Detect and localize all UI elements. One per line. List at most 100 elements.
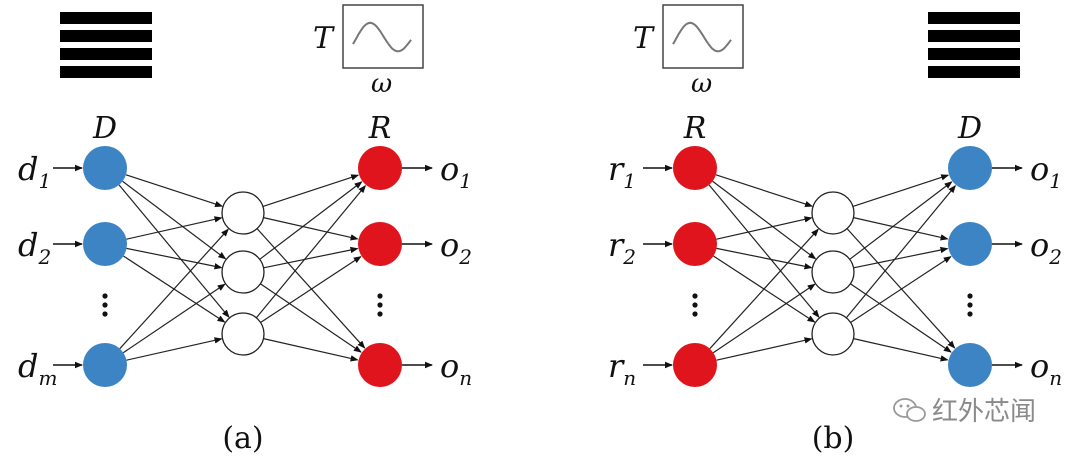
input-node [83,343,127,387]
input-label: d2 [18,226,51,269]
output-layer-label: D [957,111,982,146]
edge-input-hidden [716,247,813,270]
output-node [358,146,402,190]
output-label: o2 [1030,226,1062,269]
input-layer-label: R [683,111,707,146]
edge-input-hidden [709,228,819,350]
stripe [928,12,1020,24]
hidden-node [221,312,265,356]
edge-hidden-output [853,338,949,362]
hidden-node [811,191,855,235]
stripe [928,48,1020,60]
hidden-node [811,250,855,294]
output-label: o1 [440,150,472,193]
output-node [948,222,992,266]
input-node [673,146,717,190]
input-layer-label: D [92,111,117,146]
edge-hidden-output [852,174,950,208]
input-label: rn [608,347,636,390]
spectrum-label: T [633,21,655,56]
input-node [673,222,717,266]
edge-input-hidden [716,337,813,361]
spectrum-box: T ω [313,4,424,99]
output-label: o1 [1030,150,1062,193]
ellipsis-dot [967,293,973,299]
edge-input-hidden [125,174,224,208]
edge-hidden-output [263,246,359,269]
watermark: 红外芯闻 [893,397,1036,427]
stripe [60,12,152,24]
stripe [60,30,152,42]
spectrum-label: T [313,21,335,56]
edge-input-hidden [126,216,223,240]
edge-input-hidden [708,184,820,318]
input-node [83,146,127,190]
network-edges [118,174,366,362]
edge-hidden-output [845,184,956,319]
edge-input-hidden [716,216,813,240]
spectrum-axis-label: ω [371,69,392,99]
io-arrows [643,164,1023,369]
edge-hidden-output [262,174,360,208]
edge-hidden-output [853,246,949,269]
edge-hidden-output [263,338,359,362]
stripe [928,66,1020,78]
edge-input-hidden [715,174,814,208]
input-node [83,222,127,266]
edge-hidden-output [260,256,362,323]
ellipsis-dot [377,293,383,299]
network-edges [708,174,956,362]
stripe [60,66,152,78]
spectrum-axis-label: ω [691,69,712,99]
output-node [948,146,992,190]
edge-hidden-output [853,217,949,241]
ellipsis-dot [102,311,108,317]
input-label: d1 [18,150,51,193]
ellipsis-dot [692,311,698,317]
output-layer-label: R [368,111,392,146]
input-label: dm [18,347,57,390]
edge-hidden-output [260,283,362,353]
edge-input-hidden [122,180,227,260]
hidden-node [811,312,855,356]
edge-input-hidden [126,337,223,361]
ellipsis-dot [377,311,383,317]
input-label: r2 [608,226,636,269]
edge-hidden-output [849,181,953,260]
watermark-text: 红外芯闻 [932,397,1036,427]
output-node [358,222,402,266]
edge-hidden-output [850,256,952,323]
stripe [60,48,152,60]
ellipsis-dot [692,302,698,308]
edge-hidden-output [850,283,952,353]
edge-input-hidden [118,184,230,318]
wechat-icon [893,398,926,422]
edge-hidden-output [263,217,359,241]
input-label: r1 [608,150,636,193]
edge-hidden-output [256,228,366,349]
edge-input-hidden [712,180,817,260]
hidden-node [221,250,265,294]
output-node [358,343,402,387]
panel-caption: (a) [222,421,263,456]
ellipsis-dot [102,302,108,308]
edge-hidden-output [259,181,363,260]
edge-input-hidden [122,283,226,354]
input-node [673,343,717,387]
ellipsis-dot [102,293,108,299]
spectrum-box: T ω [633,4,744,99]
output-label: on [440,347,472,390]
ellipsis-dot [967,302,973,308]
ellipsis-dot [377,302,383,308]
network-nodes [83,146,402,387]
ellipsis-dot [692,293,698,299]
edge-input-hidden [119,228,229,350]
output-label: on [1030,347,1062,390]
io-arrows [53,164,433,369]
stripe-pattern-icon [60,12,152,78]
stripe-pattern-icon [928,12,1020,78]
hidden-node [221,191,265,235]
network-nodes [673,146,992,387]
